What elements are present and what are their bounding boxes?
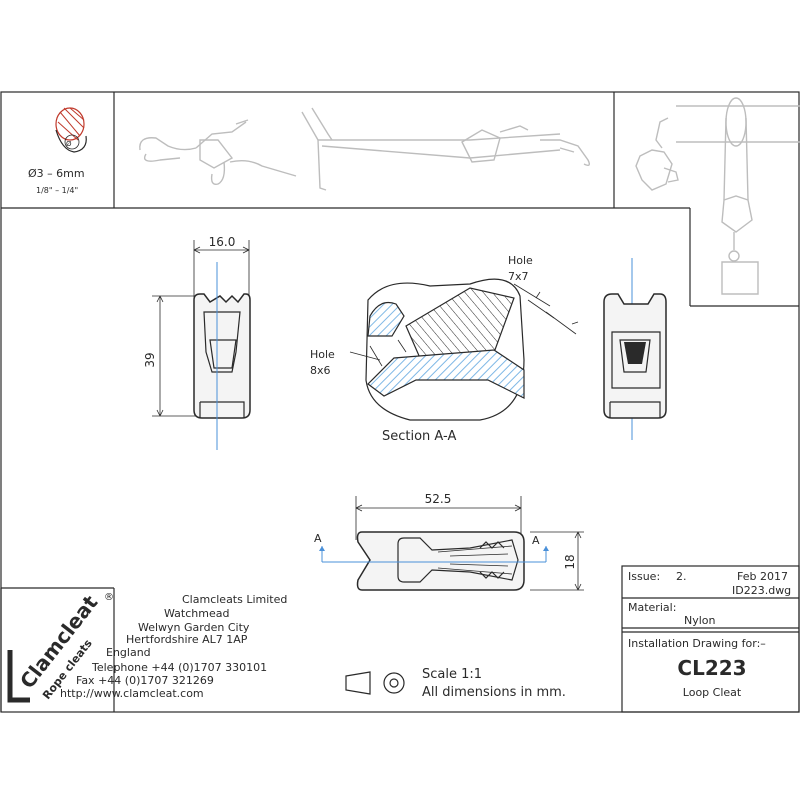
installation-sketch-left [139,119,297,185]
issue-date: Feb 2017 [737,570,788,583]
end-view [603,293,667,419]
company-web[interactable]: http://www.clamcleat.com [60,687,204,700]
rope-size-metric: Ø3 – 6mm [28,167,85,180]
issue-value: 2. [676,570,687,583]
registered-mark: ® [104,592,114,603]
company-line-4: Hertfordshire AL7 1AP [126,633,248,646]
section-a-a: Section A-A Hole 7x7 Hole 8x6 [310,254,633,444]
install-label: Installation Drawing for:– [628,637,766,650]
company-line-2: Watchmead [164,607,229,620]
dim-height: 39 [143,352,157,367]
scale-value: Scale 1:1 [422,667,482,682]
hole-left-label: Hole [310,348,335,361]
company-line-5: England [106,646,151,659]
scale-block: Scale 1:1 All dimensions in mm. [345,667,566,700]
company-line-3: Welwyn Garden City [138,621,250,634]
section-marker-left: A [314,532,322,545]
material-value: Nylon [684,614,716,627]
rope-size-imperial: 1/8" – 1/4" [36,186,78,195]
part-number: CL223 [677,656,746,680]
company-block: Clamcleat Rope cleats ® Clamcleats Limit… [0,587,287,712]
side-view: 16.0 39 [143,235,251,450]
dim-depth: 18 [563,554,577,569]
company-line-1: Clamcleats Limited [182,593,287,606]
rope-icon: Ø [55,107,87,153]
scale-units: All dimensions in mm. [422,685,566,700]
hole-top-size: 7x7 [508,270,529,283]
rope-size-cell: Ø Ø3 – 6mm 1/8" – 1/4" [28,107,87,195]
section-label: Section A-A [382,429,456,444]
installation-sketch-middle [301,107,591,191]
dia-symbol: Ø [66,140,72,148]
material-label: Material: [628,601,676,614]
title-block: Issue: 2. Feb 2017 ID223.dwg Material: N… [621,565,800,713]
part-name: Loop Cleat [683,686,742,699]
dim-width: 16.0 [209,235,236,249]
hole-left-size: 8x6 [310,364,331,377]
section-marker-right: A [532,534,540,547]
hole-top-label: Hole [508,254,533,267]
issue-label: Issue: [628,570,660,583]
file-name: ID223.dwg [732,584,791,597]
company-fax: Fax +44 (0)1707 321269 [76,674,214,687]
plan-view: 52.5 18 A A [314,492,584,591]
top-strip [1,92,799,307]
dim-length: 52.5 [425,492,452,506]
installation-sketch-right [635,97,800,295]
sheet-border [0,91,800,713]
company-telephone: Telephone +44 (0)1707 330101 [91,661,267,674]
